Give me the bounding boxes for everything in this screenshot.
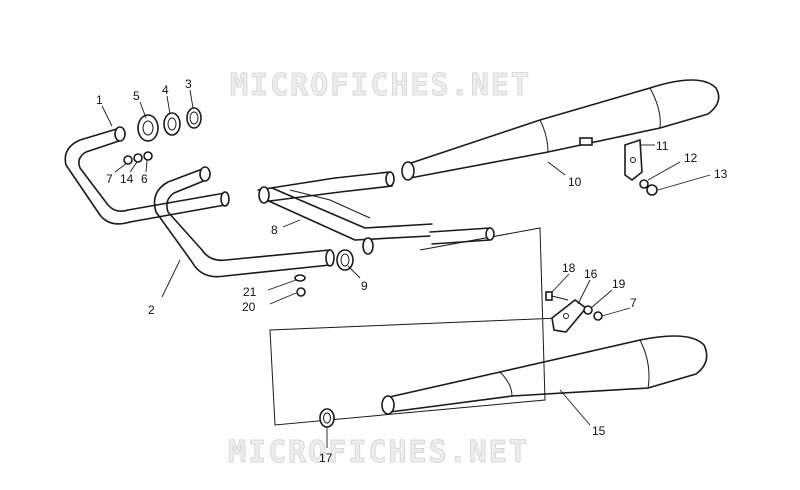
callout-labels: 1 2 3 4 5 6 7 8 9 10 11 12 13 14 15 16 7… [96,77,728,465]
callout-6: 6 [141,172,148,186]
callout-7-lower: 7 [630,296,637,310]
callout-17: 17 [319,451,333,465]
silencer-10 [401,79,720,181]
callout-21: 21 [243,285,257,299]
leader-lines [101,89,711,448]
callout-4: 4 [162,83,169,97]
callout-2: 2 [148,303,155,317]
crossover-pipe-8 [257,171,495,255]
assembly-guide-lines [269,227,561,426]
watermark-top: MICROFICHES.NET [230,68,531,103]
exhaust-header-pipe-1 [64,126,230,225]
callout-7: 7 [106,172,113,186]
ring-nut-5 [137,114,159,142]
nut-13 [646,184,658,196]
bolt-18 [545,291,569,301]
exhaust-header-pipe-2 [153,166,335,278]
washer-nut-set [123,151,153,165]
callout-15: 15 [592,424,606,438]
bracket-11 [624,138,643,182]
watermark-bottom: MICROFICHES.NET [228,435,529,470]
callout-16: 16 [584,267,598,281]
callout-14: 14 [120,172,134,186]
callout-13: 13 [714,167,728,181]
callout-12: 12 [684,151,698,165]
callout-1: 1 [96,93,103,107]
clamp-9 [336,249,354,271]
callout-10: 10 [568,175,582,189]
callout-20: 20 [242,300,256,314]
callout-19: 19 [612,277,626,291]
clamp-17 [319,408,335,428]
collar-4 [163,112,181,136]
screw-20 [296,287,306,297]
nut-7-lower [593,311,603,321]
callout-5: 5 [133,89,140,103]
callout-3: 3 [185,77,192,91]
callout-18: 18 [562,261,576,275]
gasket-3 [186,107,202,129]
bracket-16 [551,298,588,333]
washer-21 [294,274,306,282]
callout-9: 9 [361,279,368,293]
callout-8: 8 [271,223,278,237]
callout-11: 11 [656,139,669,153]
washer-19 [583,305,593,315]
silencer-15 [381,335,708,415]
washer-12 [639,179,649,189]
bolt-upper [579,137,593,146]
